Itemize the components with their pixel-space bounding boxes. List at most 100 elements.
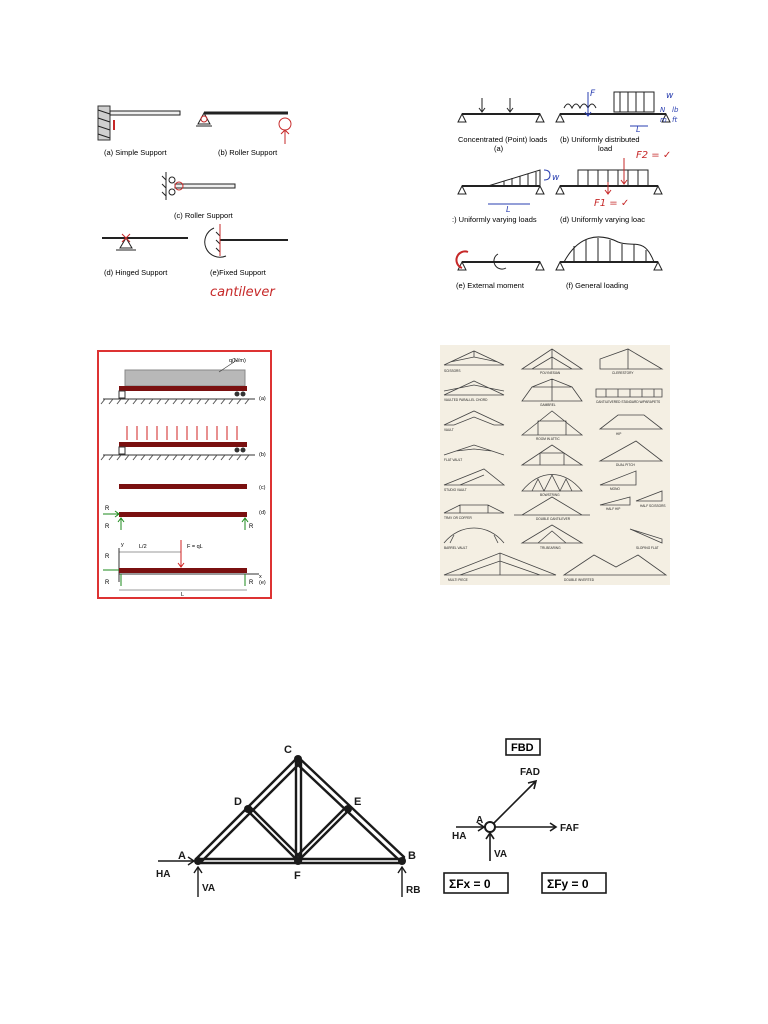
label-load-f: (f) General loading <box>566 281 628 290</box>
beam-rry-e: R <box>249 580 254 586</box>
hw-f1: F <box>590 89 596 99</box>
beam-a <box>100 359 255 405</box>
truss-reactions <box>158 856 407 897</box>
truss-label-8: HIP <box>616 432 621 436</box>
beam-label-e: (e) <box>259 580 266 586</box>
hand-truss-diagram: A B C D E F HA VA RB <box>156 744 420 897</box>
fbd-eq2: ΣFy = 0 <box>547 877 589 891</box>
fbd-FAD: FAD <box>520 767 540 778</box>
fixed-support <box>204 224 288 258</box>
beam-label-c: (c) <box>259 485 266 491</box>
truss-label-11: STUDIO VAULT <box>444 488 467 492</box>
hw-m: m <box>660 116 667 124</box>
truss-types-diagram: SCISSORS POLYNESIAN CLERESTORY VAULTED P… <box>443 348 668 582</box>
truss-label-4: GAMBREL <box>540 403 556 407</box>
point-loads <box>457 98 545 123</box>
uniform-load <box>555 91 671 127</box>
truss-label-10: DUAL PITCH <box>616 463 636 467</box>
note-cantilever: cantilever <box>210 285 276 300</box>
fbd-joint <box>484 821 496 833</box>
truss-shapes <box>443 348 668 576</box>
label-load-b2: load <box>598 144 612 153</box>
hw-L-c: L <box>506 205 510 214</box>
beam-half: L/2 <box>139 544 147 550</box>
fbd-title-box <box>505 738 541 756</box>
hw-lb: lb <box>672 106 679 114</box>
load-types-diagram: Concentrated (Point) loads (a) F w N m l… <box>452 89 679 290</box>
hand-truss-panel: A B C D E F HA VA RB <box>150 735 430 905</box>
truss-label-0: SCISSORS <box>444 369 460 373</box>
beam-d <box>103 510 249 530</box>
fbd-HA: HA <box>452 831 466 842</box>
joint-A: A <box>178 850 186 862</box>
label-q: q(N/m) <box>229 358 246 364</box>
truss-label-14: TRAY OR COFFER <box>444 516 473 520</box>
eq1-box <box>443 872 509 894</box>
hinged-support <box>102 233 188 251</box>
hw-ft: ft <box>672 116 677 124</box>
beam-label-b: (b) <box>259 452 266 458</box>
beam-label-d: (d) <box>259 510 266 516</box>
beam-b <box>100 426 255 461</box>
joint-F: F <box>294 870 301 882</box>
truss-label-6: VAULT <box>444 428 454 432</box>
joint-C: C <box>284 744 292 756</box>
beam-fbd-diagram: q(N/m) (a) (b) (c) R R R (d) L/2 F = q <box>100 358 266 598</box>
roller-support-c <box>161 172 236 200</box>
truss-label-9: FLAT VAULT <box>444 458 462 462</box>
reaction-VA: VA <box>202 883 215 894</box>
truss-label-16: HALF SCISSORS <box>640 504 666 508</box>
beam-c <box>119 484 247 489</box>
support-types-diagram: (a) Simple Support (b) Roller Support (c… <box>97 105 292 300</box>
beam-fbd-panel: q(N/m) (a) (b) (c) R R R (d) L/2 F = q <box>97 350 272 599</box>
beam-rly-e: R <box>105 554 110 560</box>
beam-rlx-e: R <box>105 580 110 586</box>
roller-support-b <box>196 111 292 144</box>
joint-E: E <box>354 796 361 808</box>
truss-label-15: DOUBLE CANTILEVER <box>536 517 571 521</box>
varying-load-c <box>457 169 551 205</box>
beam-rly-d: R <box>105 524 110 530</box>
truss-label-2: CLERESTORY <box>612 371 634 375</box>
external-moment <box>455 250 545 271</box>
reaction-RB: RB <box>406 885 420 896</box>
beam-y: y <box>121 542 124 548</box>
fbd-title: FBD <box>511 742 534 754</box>
beam-L: L <box>181 592 184 597</box>
joint-fbd-panel: FBD A FAD FAF HA VA ΣFx = 0 ΣFy = 0 <box>440 735 620 900</box>
eq2-box <box>541 872 607 894</box>
general-loading <box>555 236 663 271</box>
truss-label-18: BARREL VAULT <box>444 546 467 550</box>
beam-label-a: (a) <box>259 396 266 402</box>
beam-force: F = qL <box>187 544 203 550</box>
fbd-FAF: FAF <box>560 823 579 834</box>
label-support-b: (b) Roller Support <box>218 148 278 157</box>
joint-fbd-diagram: FBD A FAD FAF HA VA ΣFx = 0 ΣFy = 0 <box>443 738 607 894</box>
truss-label-21: MULTI PIECE <box>448 578 468 582</box>
varying-load-d <box>555 158 663 195</box>
label-support-a: (a) Simple Support <box>104 148 167 157</box>
label-support-c: (c) Roller Support <box>174 211 234 220</box>
truss-members <box>194 755 406 865</box>
label-load-d: (d) Uniformly varying loac <box>560 215 645 224</box>
truss-label-1: POLYNESIAN <box>540 371 561 375</box>
simple-support <box>97 105 181 141</box>
truss-label-7: ROOM IN ATTIC <box>536 437 560 441</box>
fbd-VA: VA <box>494 849 507 860</box>
label-load-e: (e) External moment <box>456 281 525 290</box>
hw-w-c: w <box>552 173 560 183</box>
label-support-d: (d) Hinged Support <box>104 268 168 277</box>
truss-label-19: TRI-BEARING <box>540 546 561 550</box>
load-types-panel: Concentrated (Point) loads (a) F w N m l… <box>448 86 688 296</box>
beam-rry-d: R <box>249 524 254 530</box>
truss-label-12: BOWSTRING <box>540 493 560 497</box>
truss-label-20: SLOPING FLAT <box>636 546 659 550</box>
reaction-HA: HA <box>156 869 170 880</box>
beam-rlx-d: R <box>105 506 110 512</box>
hw-n: N <box>660 106 666 114</box>
label-load-b1: (b) Uniformly distributed <box>560 135 640 144</box>
truss-label-13: MONO <box>610 487 620 491</box>
label-load-a1: Concentrated (Point) loads <box>458 135 547 144</box>
fbd-arrows <box>456 779 558 861</box>
support-types-panel: (a) Simple Support (b) Roller Support (c… <box>92 100 307 300</box>
